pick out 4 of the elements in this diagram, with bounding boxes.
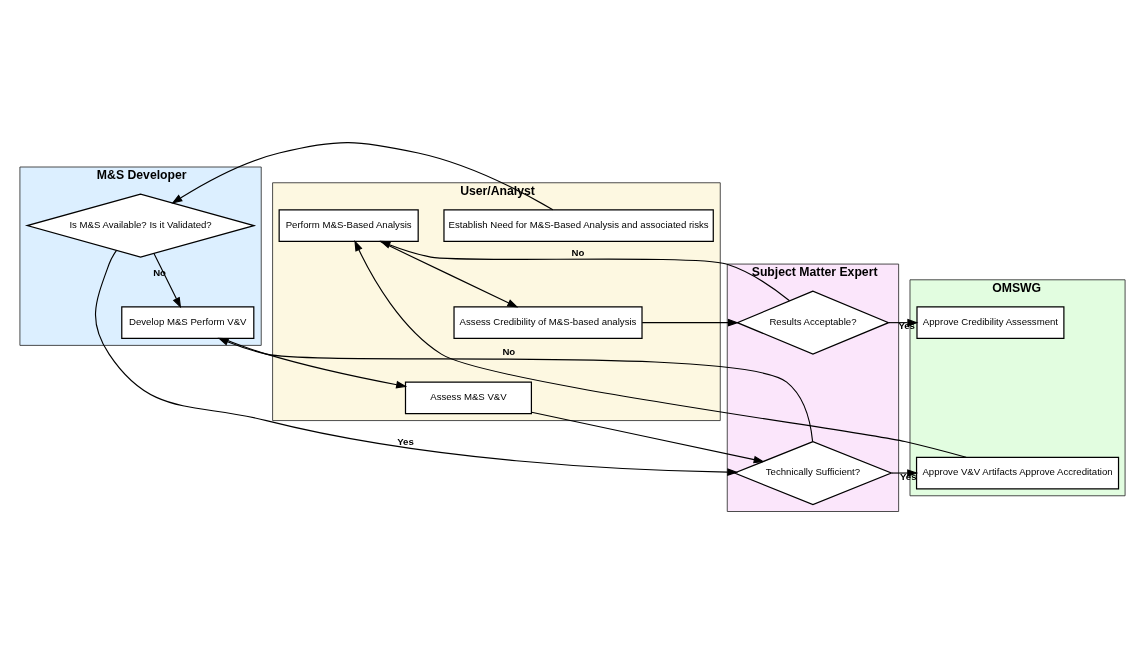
edge-label: Yes <box>899 470 917 482</box>
edge-label: No <box>571 245 585 257</box>
edge-label: No <box>502 345 516 357</box>
edge-label: Yes <box>397 435 414 447</box>
